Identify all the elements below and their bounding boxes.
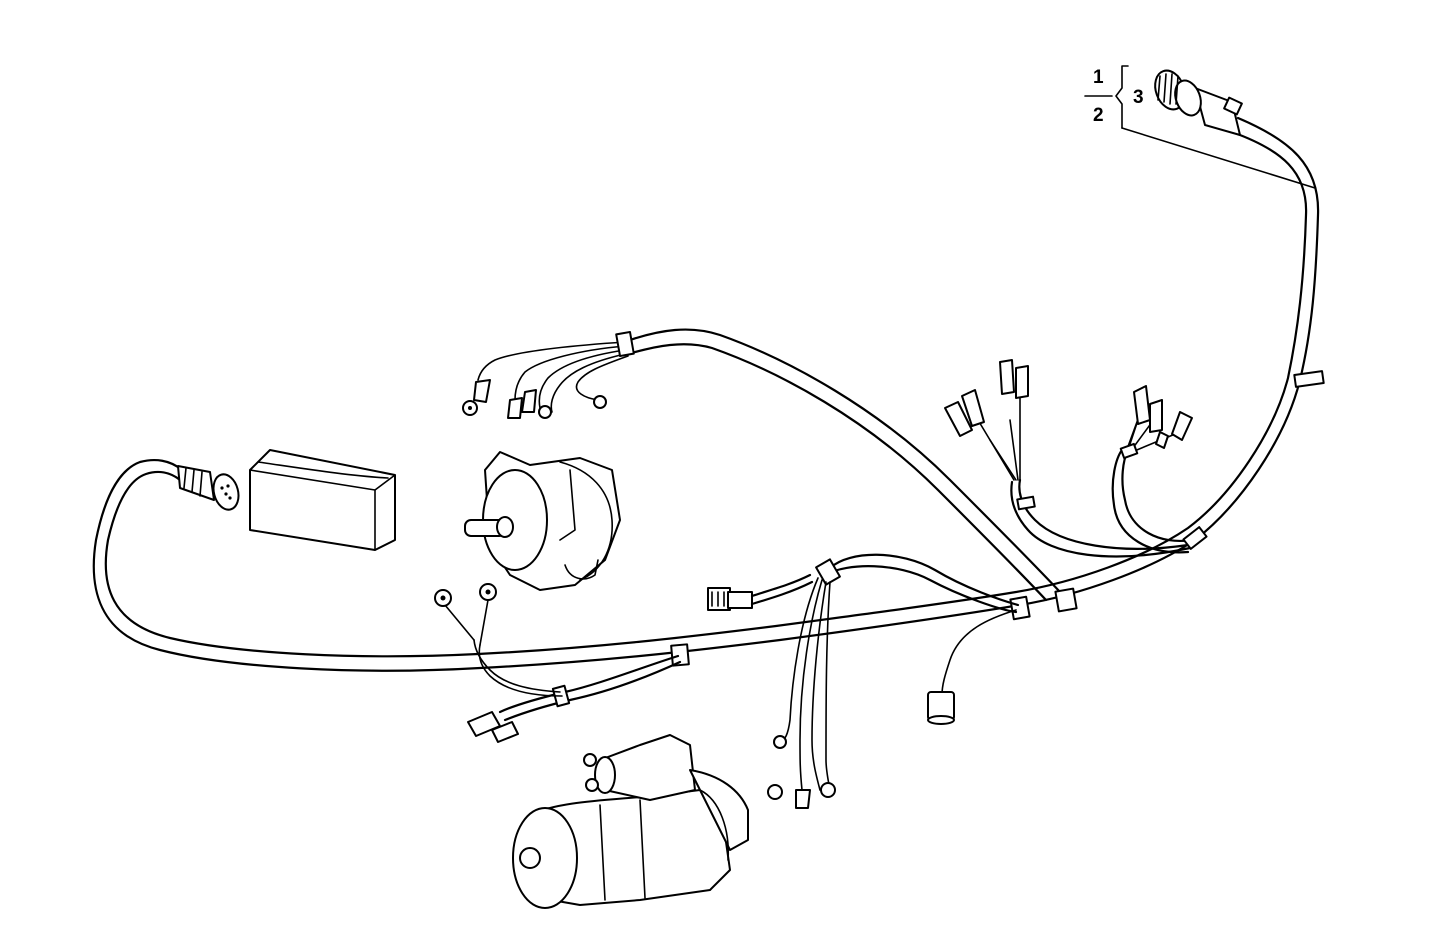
main-harness-trunk xyxy=(92,116,1320,672)
callout-3: 3 xyxy=(1133,87,1144,108)
pressure-sensor xyxy=(927,609,1017,725)
upper-branch xyxy=(626,328,1062,602)
alternator xyxy=(464,451,621,591)
starter-motor xyxy=(512,734,749,909)
small-plug-connector xyxy=(707,573,814,611)
alternator-wire-bundle xyxy=(477,341,629,413)
round-connector-left xyxy=(177,465,240,511)
tape-bands xyxy=(615,330,1325,667)
control-box xyxy=(249,449,396,551)
callout-bracket xyxy=(1084,65,1316,189)
round-connector-top-right xyxy=(1154,69,1243,136)
center-branch-wires xyxy=(974,379,1192,558)
spade-terminals-right xyxy=(1133,385,1193,449)
lower-left-branch xyxy=(434,583,682,743)
alternator-terminals xyxy=(462,379,607,419)
starter-branch-wires xyxy=(767,553,1020,809)
spade-terminals-center xyxy=(944,359,1029,437)
callout-1: 1 xyxy=(1093,67,1104,88)
callout-2: 2 xyxy=(1093,105,1104,126)
